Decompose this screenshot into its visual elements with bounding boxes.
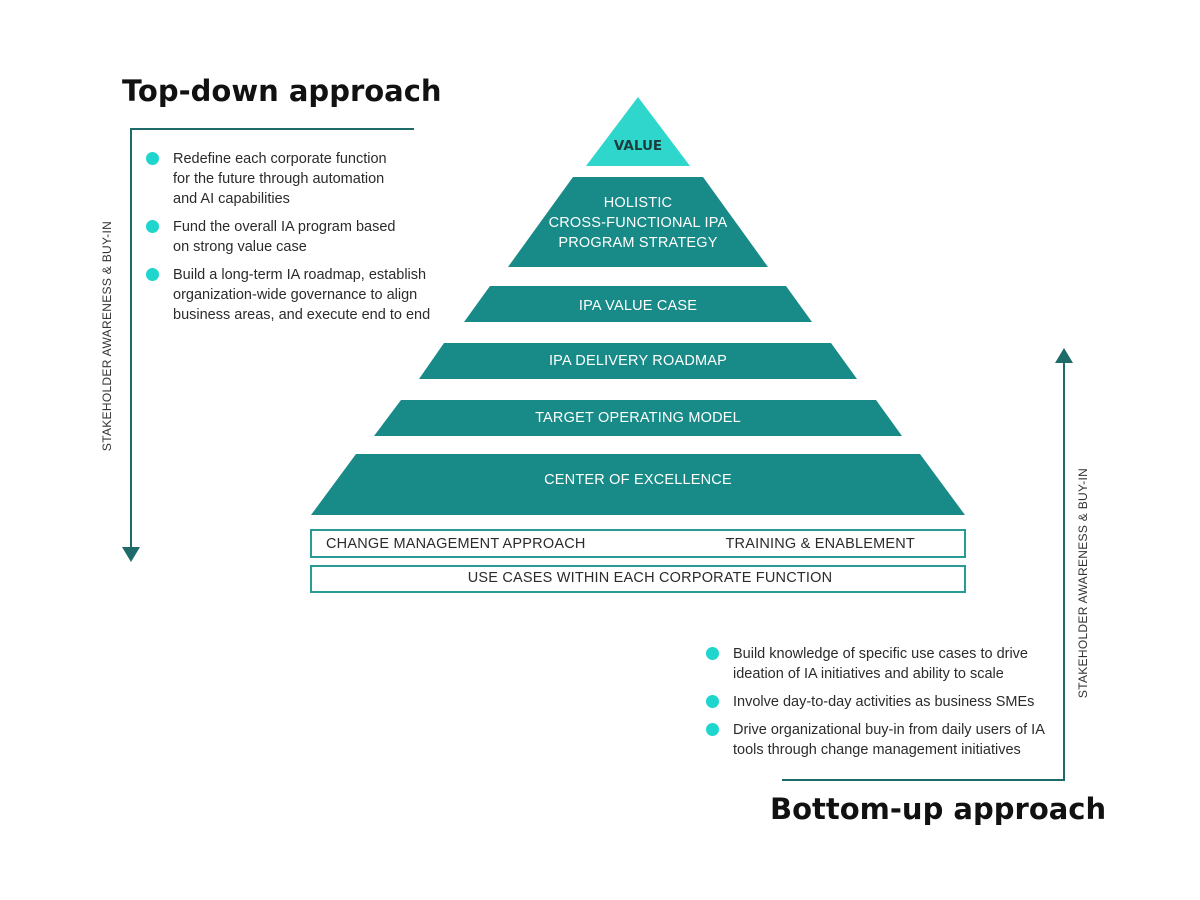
bullet-line: and AI capabilities <box>173 191 290 207</box>
bottom-up-heading: Bottom-up approach <box>770 792 1107 826</box>
pyramid-tier <box>311 454 965 515</box>
bullet-dot-icon <box>706 647 719 660</box>
bullet-line: Drive organizational buy-in from daily u… <box>733 722 1045 738</box>
bullet-line: Fund the overall IA program based <box>173 219 396 235</box>
pyramid-tier <box>464 286 812 322</box>
top-down-arrow-line <box>130 128 414 548</box>
list-item: Fund the overall IA program based on str… <box>146 217 446 257</box>
bullet-line: for the future through automation <box>173 171 385 187</box>
pyramid-apex-label: VALUE <box>614 138 662 154</box>
bullet-line: Build a long-term IA roadmap, establish <box>173 267 427 283</box>
pyramid-tier-label: CROSS-FUNCTIONAL IPA <box>549 215 728 231</box>
change-management-label: CHANGE MANAGEMENT APPROACH <box>326 536 586 552</box>
bottom-up-arrow-line <box>782 362 1065 781</box>
bullet-line: on strong value case <box>173 239 307 255</box>
pyramid-tier-label: PROGRAM STRATEGY <box>558 235 717 251</box>
list-item: Build a long-term IA roadmap, establish … <box>146 265 446 325</box>
list-item: Involve day-to-day activities as busines… <box>706 692 1046 712</box>
bullet-line: Redefine each corporate function <box>173 151 387 167</box>
pyramid-tier <box>374 400 902 436</box>
foundation-box-use-cases <box>310 565 966 593</box>
pyramid-tier-label: IPA VALUE CASE <box>579 298 697 314</box>
bullet-dot-icon <box>706 723 719 736</box>
bullet-line: tools through change management initiati… <box>733 742 1021 758</box>
bullet-line: Build knowledge of specific use cases to… <box>733 646 1028 662</box>
pyramid-tier <box>508 177 768 267</box>
training-enablement-label: TRAINING & ENABLEMENT <box>725 536 915 552</box>
pyramid-tier <box>419 343 857 379</box>
foundation-box-change-training <box>310 529 966 558</box>
list-item: Drive organizational buy-in from daily u… <box>706 720 1046 760</box>
bullet-dot-icon <box>146 268 159 281</box>
up-arrow-icon <box>1055 348 1073 363</box>
list-item: Build knowledge of specific use cases to… <box>706 644 1046 684</box>
top-down-bullet-list: Redefine each corporate function for the… <box>146 149 446 333</box>
bullet-dot-icon <box>706 695 719 708</box>
bullet-line: Involve day-to-day activities as busines… <box>733 694 1035 710</box>
bullet-dot-icon <box>146 220 159 233</box>
down-arrow-icon <box>122 547 140 562</box>
pyramid-apex <box>586 97 690 166</box>
bullet-line: organization-wide governance to align <box>173 287 418 303</box>
pyramid-tier-label: HOLISTIC <box>604 195 672 211</box>
bullet-line: business areas, and execute end to end <box>173 307 431 323</box>
list-item: Redefine each corporate function for the… <box>146 149 446 209</box>
pyramid-tier-label: IPA DELIVERY ROADMAP <box>549 353 727 369</box>
pyramid-tier-label: CENTER OF EXCELLENCE <box>544 472 732 488</box>
pyramid-tier-label: TARGET OPERATING MODEL <box>535 410 741 426</box>
top-down-heading: Top-down approach <box>122 74 442 108</box>
bottom-up-bullet-list: Build knowledge of specific use cases to… <box>706 644 1046 768</box>
bullet-dot-icon <box>146 152 159 165</box>
bullet-line: ideation of IA initiatives and ability t… <box>733 666 1004 682</box>
use-cases-label: USE CASES WITHIN EACH CORPORATE FUNCTION <box>468 570 833 586</box>
